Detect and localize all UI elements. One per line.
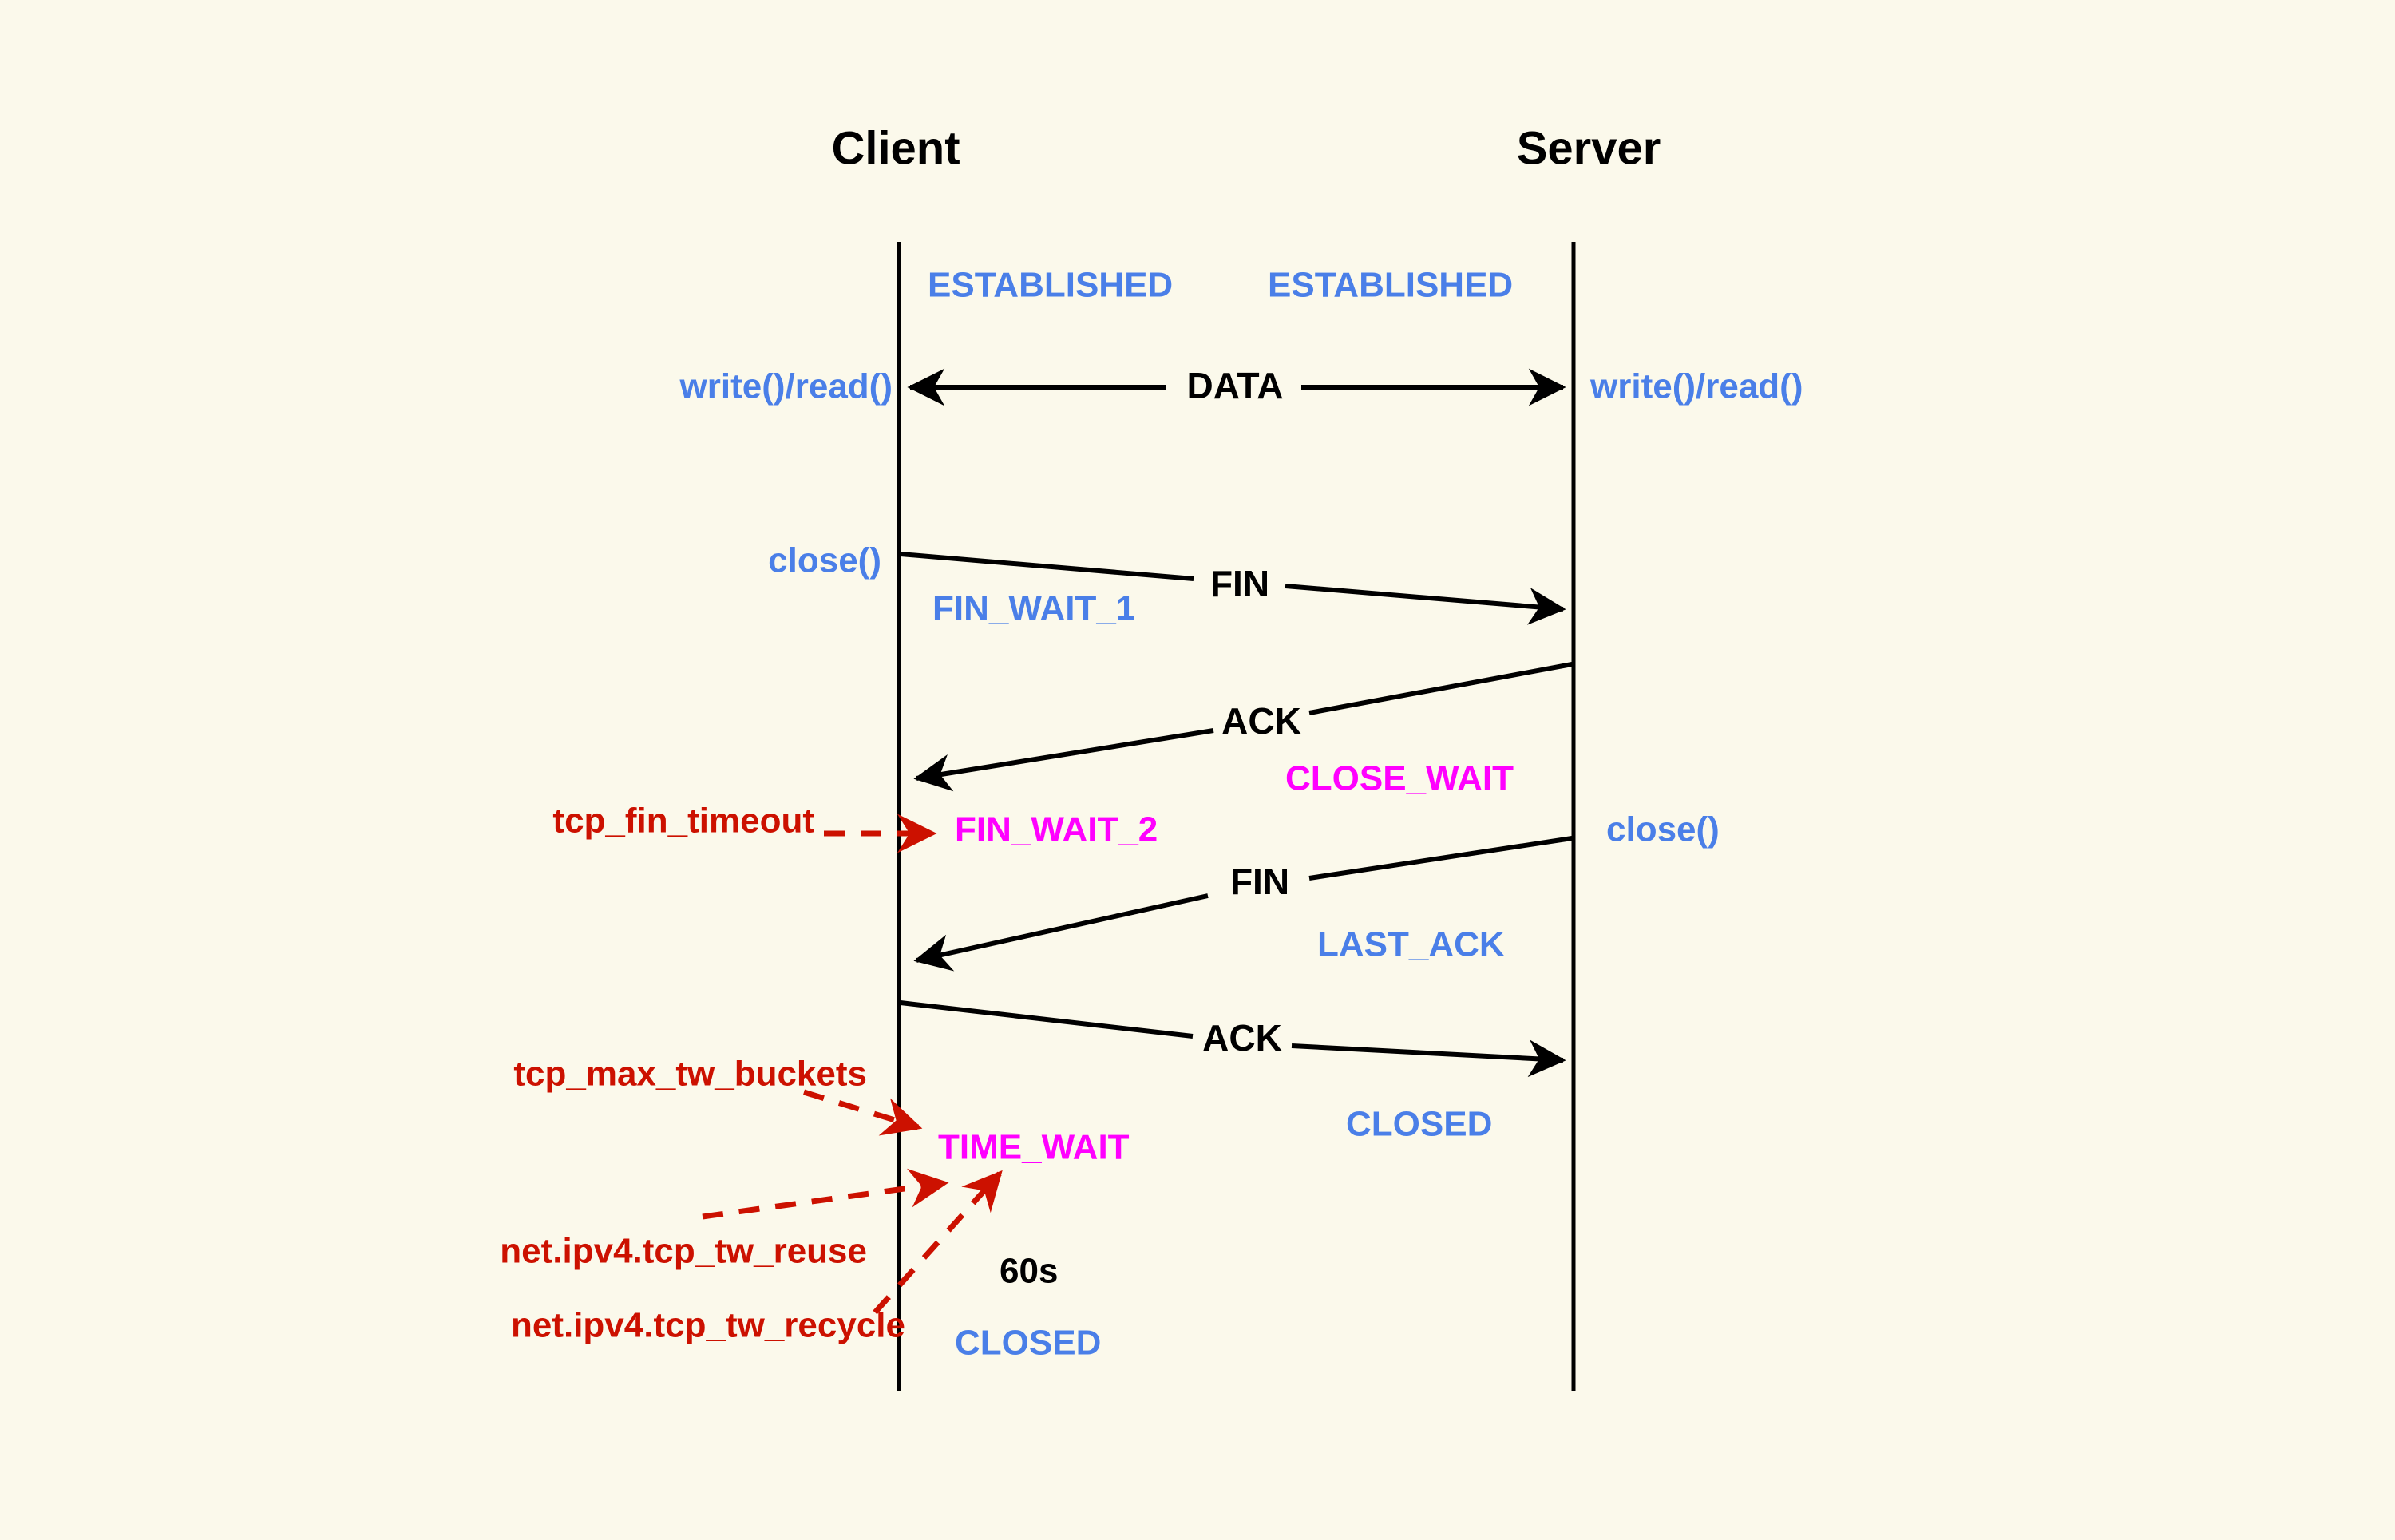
actor-title-client: Client	[831, 122, 960, 174]
state-time-wait: TIME_WAIT	[938, 1128, 1130, 1167]
message-line-fin2-b	[913, 893, 1209, 972]
annotation-tcp-tw-reuse: net.ipv4.tcp_tw_reuse	[500, 1232, 867, 1271]
annotation-arrow-tw-recycle	[873, 1170, 1003, 1315]
state-fin-wait-2: FIN_WAIT_2	[955, 810, 1158, 849]
message-line-fin2-a	[1308, 836, 1573, 881]
message-line-ack2-b	[1291, 1039, 1566, 1078]
message-label-fin-1: FIN	[1210, 563, 1269, 604]
message-line-fin1-b	[1285, 584, 1566, 625]
state-server-closed: CLOSED	[1346, 1105, 1492, 1144]
message-line-fin1-a	[900, 552, 1194, 581]
state-fin-wait-1: FIN_WAIT_1	[932, 589, 1135, 628]
annotation-tcp-fin-timeout: tcp_fin_timeout	[552, 802, 814, 841]
annotation-tcp-tw-recycle: net.ipv4.tcp_tw_recycle	[511, 1306, 905, 1345]
syscall-client-close: close()	[768, 541, 881, 580]
message-label-data: DATA	[1187, 365, 1284, 406]
annotation-arrow-tw-reuse	[702, 1168, 949, 1220]
actor-title-server: Server	[1517, 122, 1661, 174]
message-line-ack1-a	[1308, 662, 1573, 715]
message-label-ack-2: ACK	[1202, 1017, 1282, 1059]
state-client-closed: CLOSED	[955, 1324, 1101, 1363]
syscall-client-write-read: write()/read()	[679, 367, 893, 406]
message-label-ack-1: ACK	[1221, 700, 1301, 742]
syscall-server-close: close()	[1606, 810, 1720, 849]
state-last-ack: LAST_ACK	[1317, 925, 1505, 964]
message-line-ack1-b	[913, 728, 1214, 792]
annotation-arrow-max-tw-buckets	[802, 1089, 923, 1136]
syscall-server-write-read: write()/read()	[1589, 367, 1803, 406]
state-client-established: ESTABLISHED	[928, 266, 1173, 305]
timer-time-wait-duration: 60s	[1000, 1252, 1058, 1291]
state-close-wait: CLOSE_WAIT	[1285, 759, 1514, 798]
message-label-fin-2: FIN	[1230, 861, 1289, 902]
annotation-tcp-max-tw-buckets: tcp_max_tw_buckets	[513, 1055, 867, 1094]
message-line-ack2-a	[900, 1000, 1194, 1039]
state-server-established: ESTABLISHED	[1268, 266, 1513, 305]
